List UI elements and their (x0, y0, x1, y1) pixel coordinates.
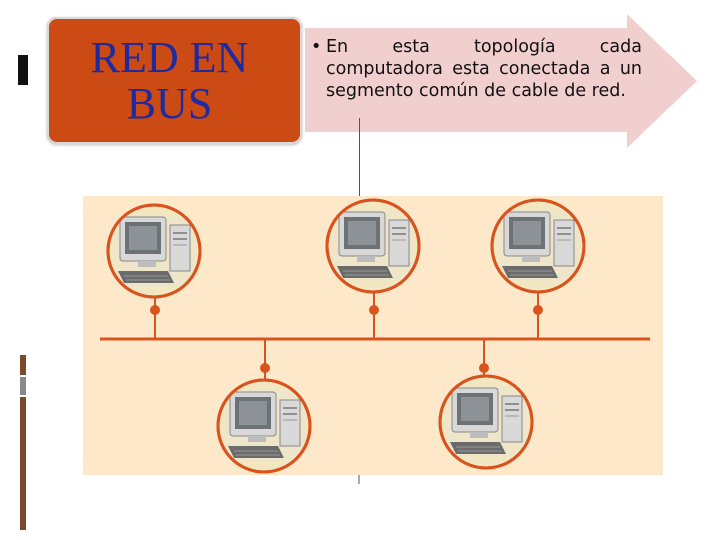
computer-node-top-3 (492, 200, 584, 339)
computer-node-bottom-2 (440, 339, 532, 468)
bullet-paragraph: • En esta topología cada computadora est… (311, 36, 642, 102)
title-box: RED EN BUS (47, 17, 302, 144)
callout-arrow (305, 14, 697, 148)
bullet-text: En esta topología cada computadora esta … (326, 37, 642, 101)
computer-node-top-1 (108, 205, 200, 339)
bullet-symbol: • (311, 37, 322, 57)
side-decoration-gray (20, 377, 26, 395)
computer-node-bottom-1 (218, 339, 310, 472)
connector-line-top (359, 118, 360, 196)
left-accent-bar (18, 55, 28, 85)
side-decoration-dark (20, 355, 26, 375)
side-decoration-brown (20, 397, 26, 530)
slide-title: RED EN BUS (90, 32, 249, 128)
computer-node-top-2 (327, 200, 419, 339)
